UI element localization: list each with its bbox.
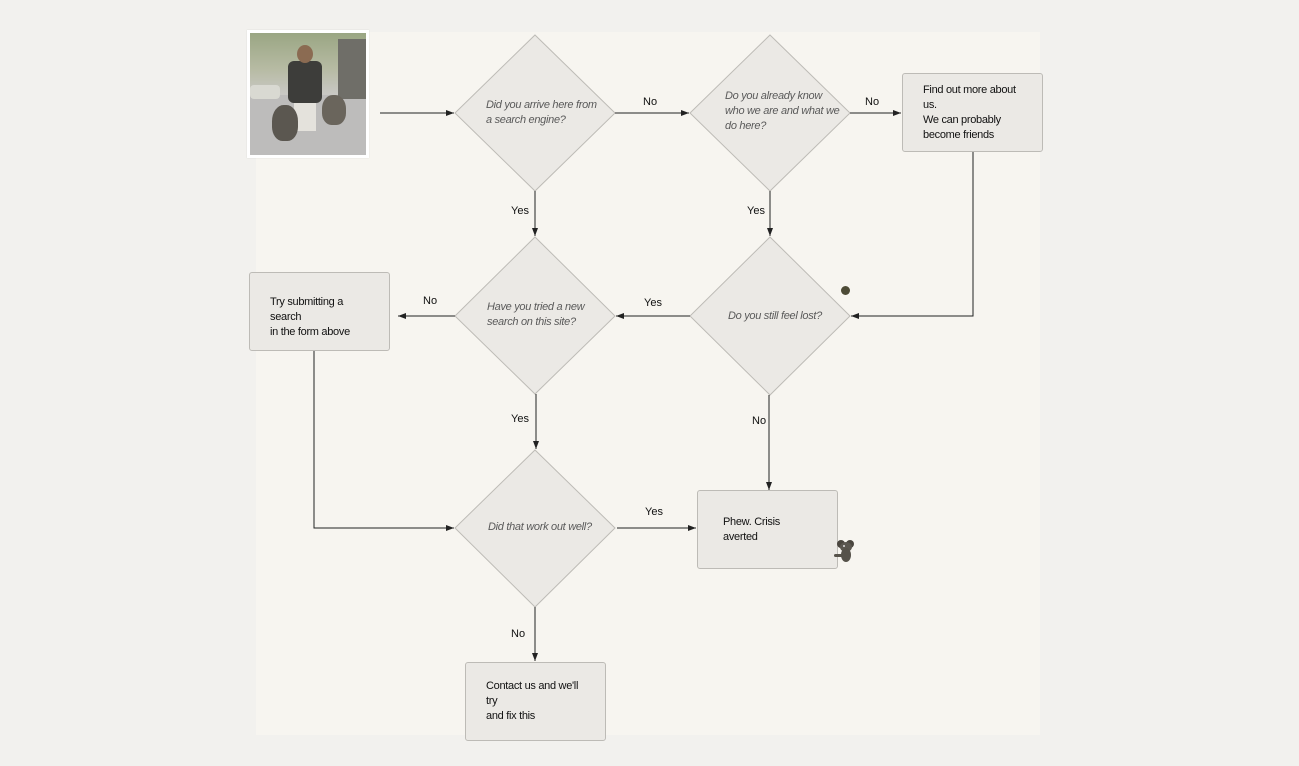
- edge-label-q3-no: No: [423, 295, 438, 307]
- action-box-about-us: Find out more about us. We can probably …: [902, 73, 1043, 152]
- question-q5: Did that work out well?: [488, 521, 592, 533]
- decision-diamond-q3: [454, 236, 616, 395]
- action-box-crisis-averted: Phew. Crisis averted: [697, 490, 838, 569]
- decision-diamond-q4: [689, 236, 851, 396]
- question-q1: Did you arrive here from a search engine…: [486, 99, 597, 126]
- edge-label-q4-yes: Yes: [644, 297, 662, 309]
- koala-icon: [834, 540, 854, 562]
- dot-marker: [841, 286, 850, 295]
- edge-label-q5-yes: Yes: [645, 506, 663, 518]
- koala-figure: [272, 105, 298, 141]
- edge-label-q4-no: No: [752, 415, 767, 427]
- question-q3: Have you tried a new search on this site…: [487, 301, 585, 328]
- edge-label-q2-no: No: [865, 96, 880, 108]
- edge-a2-q5: [313, 350, 454, 531]
- action-box-try-search: Try submitting a search in the form abov…: [249, 272, 390, 351]
- edge-label-q5-no: No: [511, 628, 526, 640]
- action-text: Contact us and we'll try: [486, 680, 579, 707]
- action-text: We can probably: [923, 113, 1001, 126]
- koala-photo-image: [250, 33, 366, 155]
- action-box-contact-us: Contact us and we'll try and fix this: [465, 662, 606, 741]
- action-text: Try submitting a search: [270, 296, 344, 323]
- action-text: Find out more about us.: [923, 83, 1016, 111]
- edge-label-q2-yes: Yes: [747, 205, 765, 217]
- question-q4: Do you still feel lost?: [728, 310, 822, 322]
- action-text: and fix this: [486, 710, 535, 722]
- koala-figure: [322, 95, 346, 125]
- start-photo: [247, 30, 369, 158]
- edge-label-q3-yes: Yes: [511, 413, 529, 425]
- action-text: in the form above: [270, 326, 350, 338]
- action-text: become friends: [923, 128, 995, 141]
- question-q2: Do you already know who we are and what …: [725, 90, 840, 132]
- edge-label-q1-no: No: [643, 96, 658, 108]
- edge-a1-q4: [851, 151, 974, 319]
- edge-label-q1-yes: Yes: [511, 205, 529, 217]
- action-text: Phew. Crisis averted: [723, 515, 780, 543]
